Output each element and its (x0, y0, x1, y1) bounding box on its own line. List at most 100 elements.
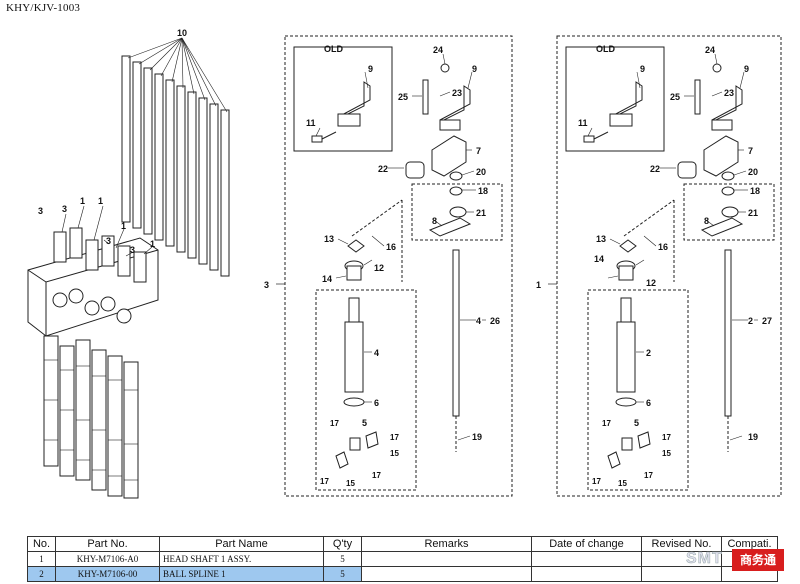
callout-9: 9 (744, 64, 749, 74)
left-old-box (293, 46, 393, 152)
cell-remarks (361, 566, 532, 582)
callout-14: 14 (594, 254, 604, 264)
right-old-box (565, 46, 665, 152)
callout-10: 10 (177, 28, 187, 38)
callout-1-group: 1 (536, 280, 541, 290)
callout-17: 17 (320, 477, 329, 486)
leader-10 (127, 37, 228, 113)
right-sub-frame (683, 183, 775, 241)
callout-3: 3 (106, 236, 111, 246)
callout-17: 17 (372, 471, 381, 480)
callout-12: 12 (374, 263, 384, 273)
callout-2: 2 (748, 316, 753, 326)
table-row[interactable]: 2 KHY-M7106-00 BALL SPLINE 1 5 (27, 566, 778, 582)
left-explode-frame (284, 35, 513, 497)
left-sub-frame (411, 183, 503, 241)
table-header-row: No. Part No. Part Name Q'ty Remarks Date… (27, 536, 778, 552)
callout-15: 15 (346, 479, 355, 488)
header-remarks: Remarks (361, 536, 532, 552)
callout-22: 22 (378, 164, 388, 174)
left-spline-parts (344, 186, 472, 452)
parts-diagram: 10 3 1 1 3 1 3 1 3 3 1 OLD 9 11 24 25 23… (27, 28, 782, 499)
right-bracket-old (583, 81, 643, 143)
cell-date-of-change (531, 566, 642, 582)
header-no: No. (27, 536, 56, 552)
right-leaders (587, 53, 758, 441)
header-qty: Q'ty (323, 536, 362, 552)
watermark-text: SMT (686, 550, 723, 568)
cell-date-of-change (531, 551, 642, 567)
callout-3: 3 (38, 206, 43, 216)
callout-12: 12 (646, 278, 656, 288)
left-bracket-old (311, 81, 371, 143)
callout-9: 9 (368, 64, 373, 74)
callout-9: 9 (640, 64, 645, 74)
callout-2: 2 (646, 348, 651, 358)
callout-3: 3 (130, 245, 135, 255)
callout-3-group: 3 (264, 280, 269, 290)
header-date-of-change: Date of change (531, 536, 642, 552)
callout-18: 18 (478, 186, 488, 196)
left-upper-parts (405, 63, 471, 181)
old-label: OLD (324, 44, 343, 54)
callout-11: 11 (306, 118, 316, 128)
callout-16: 16 (386, 242, 396, 252)
callout-19: 19 (748, 432, 758, 442)
callout-5: 5 (634, 418, 639, 428)
left-shaft (335, 297, 379, 469)
callout-20: 20 (476, 167, 486, 177)
document-code: KHY/KJV-1003 (6, 2, 81, 14)
callout-17: 17 (390, 433, 399, 442)
right-shaft (607, 297, 651, 469)
cell-no: 1 (27, 551, 56, 567)
callout-16: 16 (658, 242, 668, 252)
callout-18: 18 (750, 186, 760, 196)
cell-qty: 5 (323, 566, 362, 582)
callout-15: 15 (618, 479, 627, 488)
callout-11: 11 (578, 118, 588, 128)
callout-24: 24 (705, 45, 715, 55)
callout-27: 27 (762, 316, 772, 326)
watermark-badge: 商务通 (732, 549, 784, 571)
callout-19: 19 (472, 432, 482, 442)
cell-part-name: HEAD SHAFT 1 ASSY. (159, 551, 324, 567)
cell-revised-no (641, 566, 722, 582)
callout-17: 17 (330, 419, 339, 428)
callout-17: 17 (602, 419, 611, 428)
callout-7: 7 (748, 146, 753, 156)
callout-3: 3 (62, 204, 67, 214)
callout-7: 7 (476, 146, 481, 156)
callout-25: 25 (398, 92, 408, 102)
callout-1: 1 (150, 239, 155, 249)
callout-1: 1 (80, 196, 85, 206)
callout-5: 5 (362, 418, 367, 428)
callout-6: 6 (646, 398, 651, 408)
cell-remarks (361, 551, 532, 567)
table-row[interactable]: 1 KHY-M7106-A0 HEAD SHAFT 1 ASSY. 5 (27, 551, 778, 567)
header-revised-no: Revised No. (641, 536, 722, 552)
callout-23: 23 (724, 88, 734, 98)
callout-8: 8 (704, 216, 709, 226)
callout-20: 20 (748, 167, 758, 177)
old-label: OLD (596, 44, 615, 54)
callout-15: 15 (662, 449, 671, 458)
callout-23: 23 (452, 88, 462, 98)
callout-8: 8 (432, 216, 437, 226)
left-leaders (315, 53, 486, 441)
right-upper-parts (677, 63, 743, 181)
shaft-rods (121, 55, 230, 277)
callout-4: 4 (374, 348, 379, 358)
cell-qty: 5 (323, 551, 362, 567)
leader-head (61, 205, 153, 257)
callout-13: 13 (324, 234, 334, 244)
right-spline-parts (616, 186, 744, 452)
callout-15: 15 (390, 449, 399, 458)
cell-no: 2 (27, 566, 56, 582)
callout-21: 21 (748, 208, 758, 218)
callout-9: 9 (472, 64, 477, 74)
callout-6: 6 (374, 398, 379, 408)
right-shaft-frame (587, 289, 689, 491)
parts-table: No. Part No. Part Name Q'ty Remarks Date… (27, 536, 778, 582)
callout-17: 17 (592, 477, 601, 486)
right-explode-frame (556, 35, 782, 497)
